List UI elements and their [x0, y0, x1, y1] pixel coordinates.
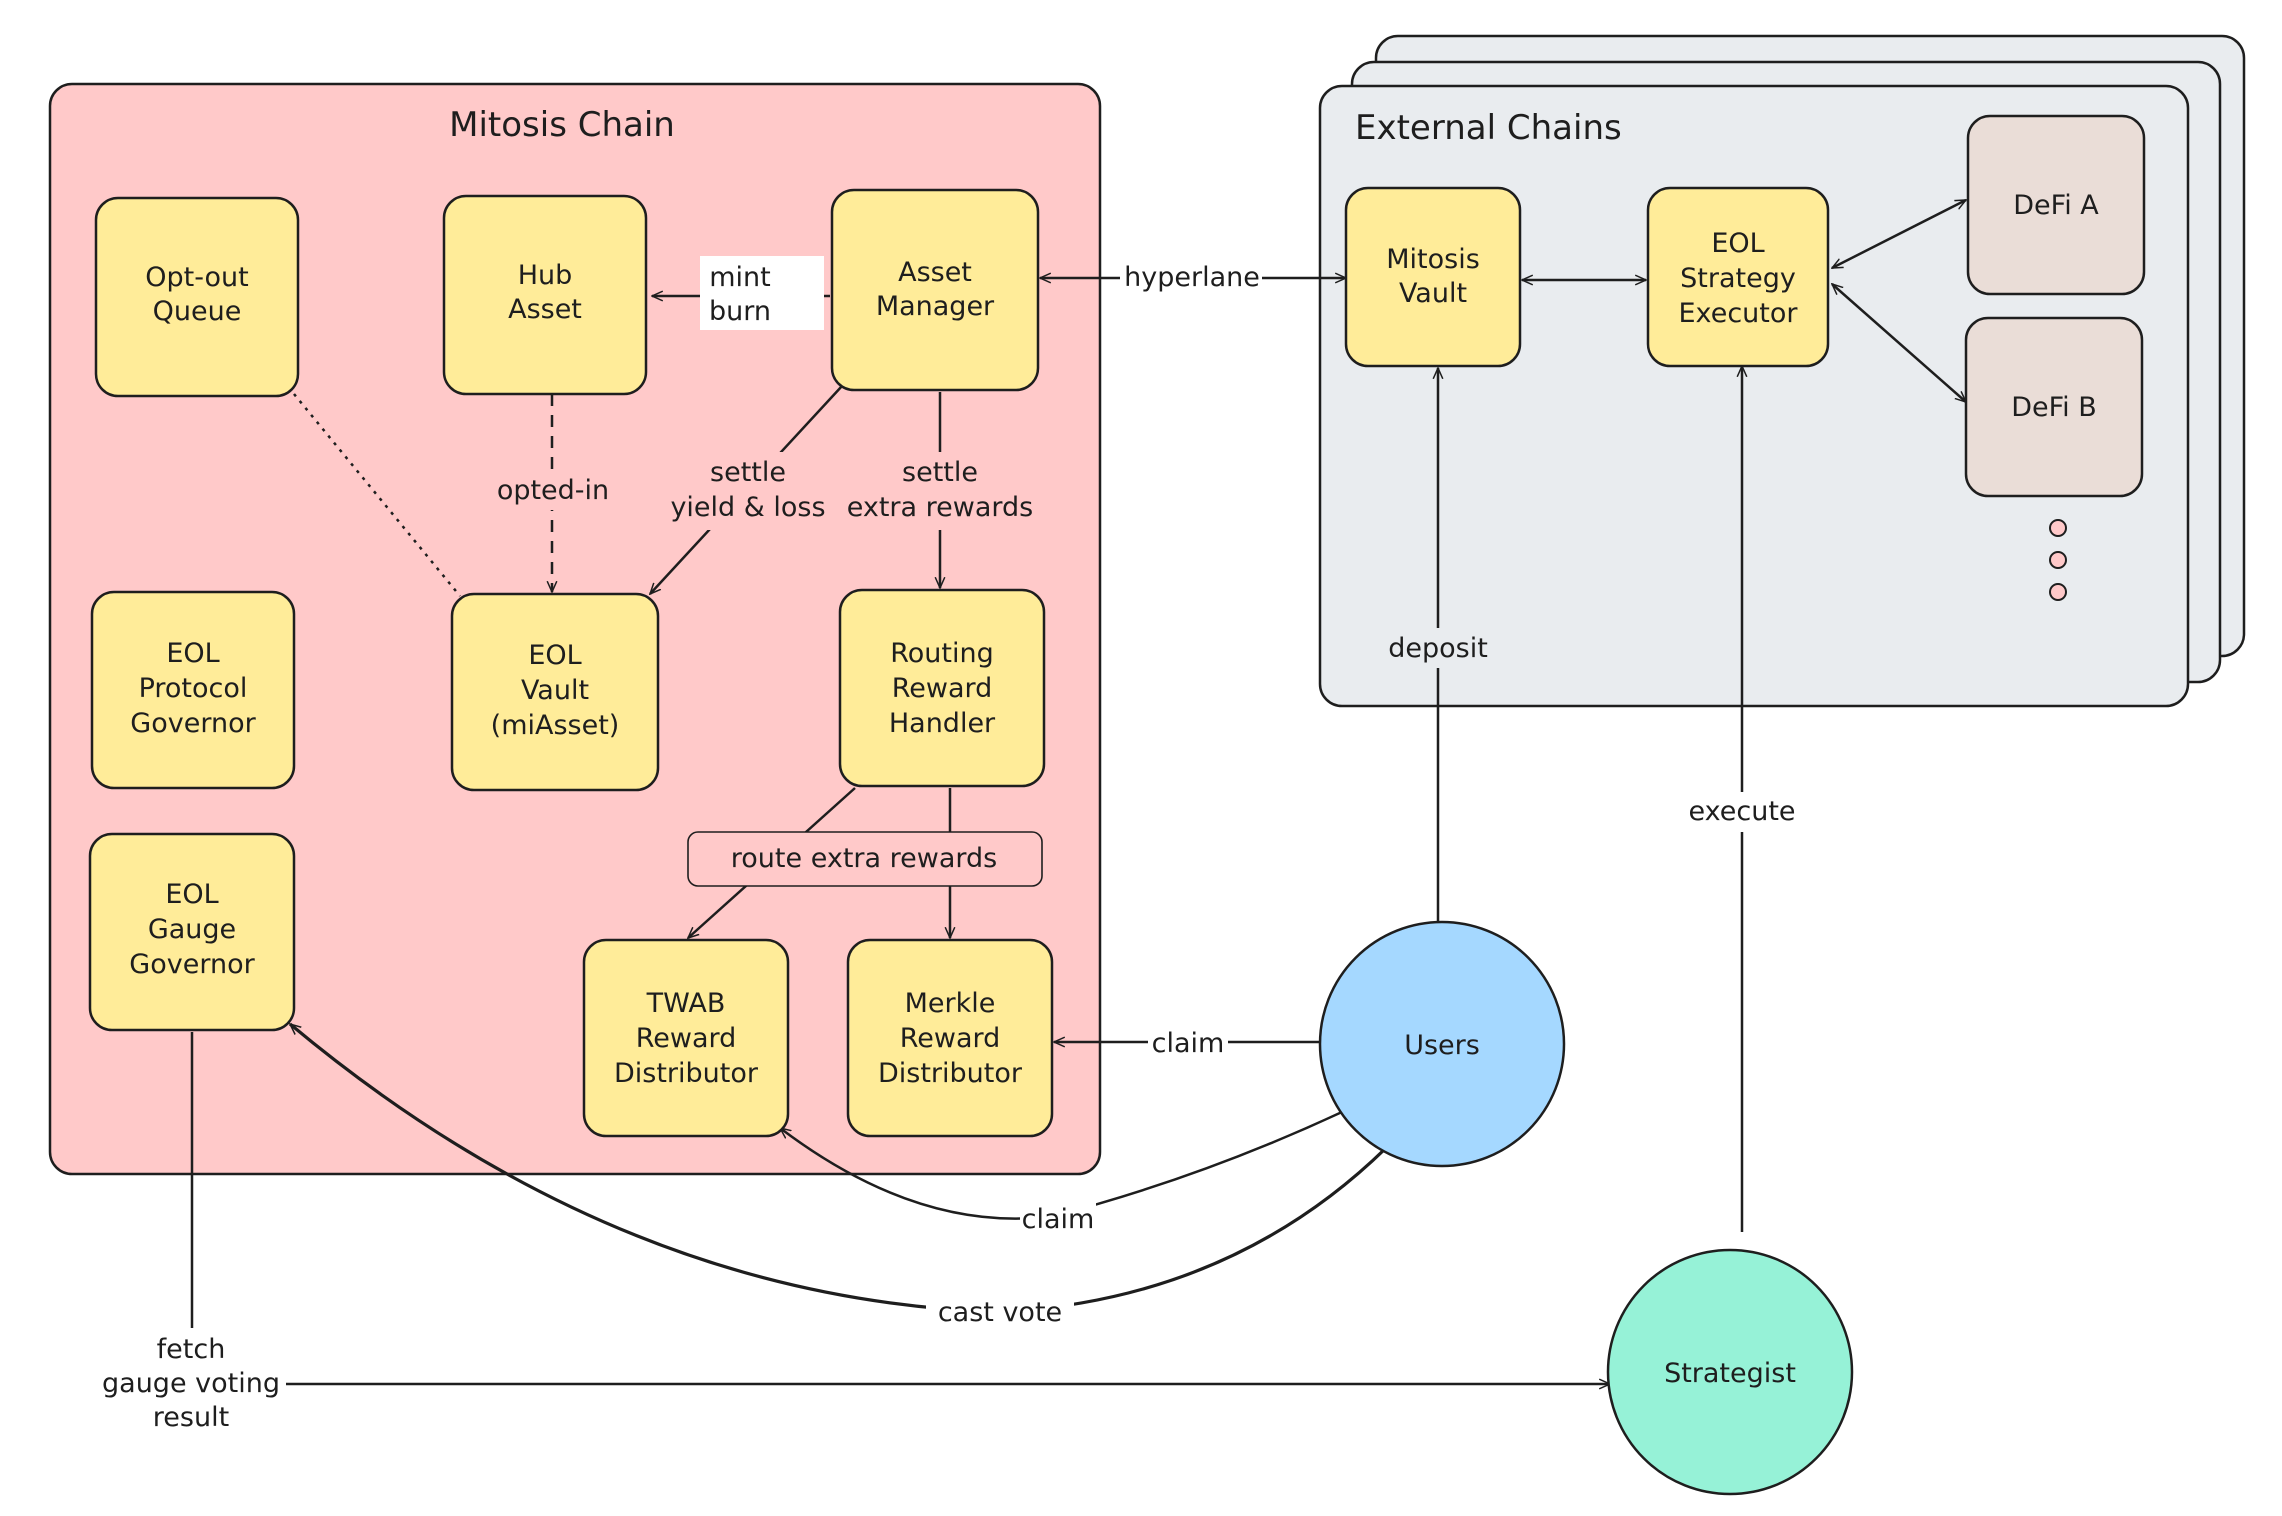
edge-executor-defi-a [1832, 198, 1966, 270]
label-mint: mint [709, 262, 771, 293]
svg-text:Reward: Reward [636, 1023, 737, 1054]
label-cast-vote: cast vote [938, 1297, 1062, 1328]
node-strategist: Strategist [1606, 1248, 1854, 1496]
mitosis-chain-title: Mitosis Chain [449, 105, 675, 145]
node-opt-out-queue: Opt-out Queue [94, 196, 300, 398]
node-eol-gauge-governor: EOL Gauge Governor [88, 832, 296, 1032]
svg-text:DeFi A: DeFi A [2013, 190, 2099, 221]
node-eol-vault: EOL Vault (miAsset) [450, 592, 660, 792]
svg-text:Users: Users [1404, 1030, 1480, 1061]
svg-text:Distributor: Distributor [878, 1058, 1023, 1089]
svg-text:Handler: Handler [889, 708, 996, 739]
label-gauge-voting: gauge voting [102, 1368, 280, 1399]
label-result: result [153, 1402, 229, 1433]
svg-text:Governor: Governor [129, 949, 255, 980]
label-burn: burn [709, 296, 771, 327]
label-claim-twab: claim [1022, 1204, 1095, 1235]
svg-text:EOL: EOL [528, 640, 581, 671]
svg-text:EOL: EOL [165, 879, 218, 910]
node-hub-asset: Hub Asset [442, 194, 648, 396]
label-hyperlane: hyperlane [1124, 262, 1260, 293]
svg-text:Reward: Reward [900, 1023, 1001, 1054]
svg-text:Strategist: Strategist [1664, 1358, 1796, 1389]
label-opted-in: opted-in [497, 475, 609, 506]
svg-text:Asset: Asset [898, 257, 972, 288]
svg-text:(miAsset): (miAsset) [491, 710, 620, 741]
svg-text:Routing: Routing [890, 638, 994, 669]
node-routing-reward-handler: Routing Reward Handler [838, 588, 1046, 788]
label-settle-1: settle [710, 457, 786, 488]
edge-executor-defi-b [1832, 284, 1966, 402]
label-route-extra-rewards: route extra rewards [731, 843, 997, 874]
svg-text:DeFi B: DeFi B [2011, 392, 2097, 423]
node-eol-strategy-executor: EOL Strategy Executor [1646, 186, 1830, 368]
node-merkle-reward-distributor: Merkle Reward Distributor [846, 938, 1054, 1138]
edge-labels: mint burn hyperlane opted-in settle yiel… [96, 256, 1800, 1440]
node-users: Users [1318, 920, 1566, 1168]
svg-text:TWAB: TWAB [646, 988, 726, 1019]
label-fetch: fetch [157, 1334, 226, 1365]
node-defi-b: DeFi B [1964, 316, 2144, 498]
node-asset-manager: Asset Manager [830, 188, 1040, 392]
svg-text:Executor: Executor [1679, 298, 1799, 329]
svg-text:Vault: Vault [1399, 278, 1467, 309]
label-settle-2: settle [902, 457, 978, 488]
node-defi-a: DeFi A [1966, 114, 2146, 296]
node-twab-reward-distributor: TWAB Reward Distributor [582, 938, 790, 1138]
svg-text:Strategy: Strategy [1680, 263, 1796, 294]
svg-text:Distributor: Distributor [614, 1058, 759, 1089]
external-chains-title: External Chains [1355, 108, 1622, 148]
svg-text:Manager: Manager [876, 291, 995, 322]
svg-text:EOL: EOL [1711, 228, 1764, 259]
node-mitosis-vault: Mitosis Vault [1344, 186, 1522, 368]
label-claim-merkle: claim [1152, 1028, 1225, 1059]
label-deposit: deposit [1388, 633, 1488, 664]
svg-text:Gauge: Gauge [148, 914, 236, 945]
svg-text:Hub: Hub [518, 260, 573, 291]
svg-text:Merkle: Merkle [905, 988, 996, 1019]
svg-text:Vault: Vault [521, 675, 589, 706]
svg-text:Governor: Governor [130, 708, 256, 739]
svg-text:Protocol: Protocol [139, 673, 248, 704]
svg-text:Reward: Reward [892, 673, 993, 704]
label-execute: execute [1688, 796, 1795, 827]
nodes: Opt-out Queue Hub Asset Asset Manager EO… [88, 114, 2146, 1496]
svg-text:Opt-out: Opt-out [145, 262, 248, 293]
svg-text:Asset: Asset [508, 294, 582, 325]
edge-cast-vote [290, 1022, 1388, 1314]
node-eol-protocol-governor: EOL Protocol Governor [90, 590, 296, 790]
label-yield-loss: yield & loss [670, 492, 825, 523]
svg-text:EOL: EOL [166, 638, 219, 669]
ellipsis-dots [2049, 519, 2067, 601]
svg-text:Queue: Queue [153, 296, 242, 327]
edge-optout-vault [293, 393, 461, 597]
svg-text:Mitosis: Mitosis [1386, 244, 1480, 275]
label-extra-rewards: extra rewards [847, 492, 1034, 523]
